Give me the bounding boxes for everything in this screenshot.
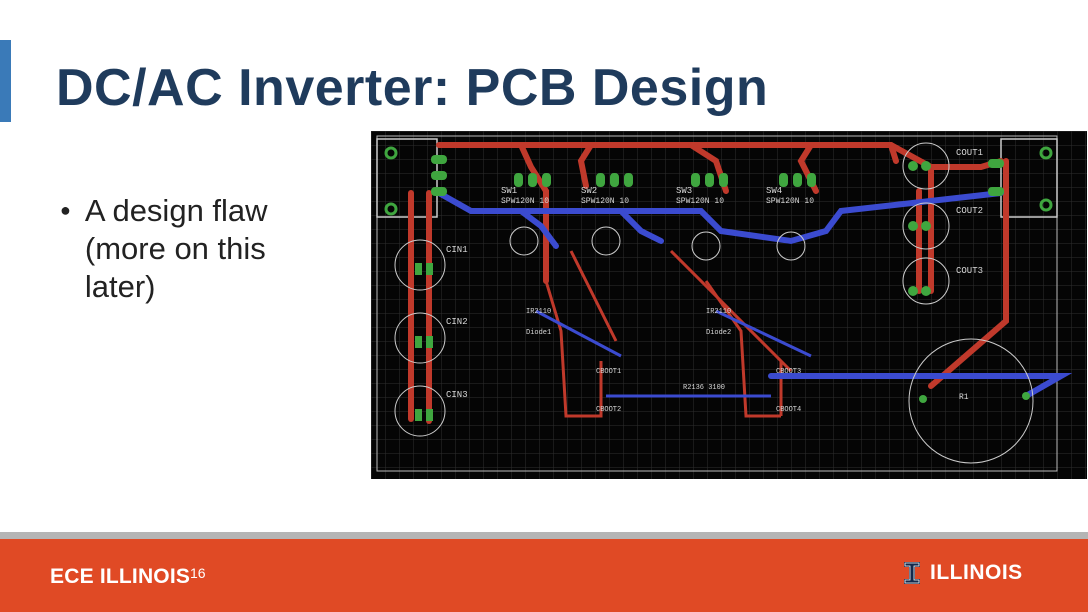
capacitor-outline	[902, 257, 950, 305]
capacitor-outline	[902, 202, 950, 250]
conn-label: R1	[959, 393, 969, 402]
switch-label: SW2	[581, 186, 597, 196]
input-capacitors	[394, 239, 446, 437]
connector-pad	[1039, 198, 1053, 212]
illinois-wordmark: ILLINOIS	[930, 561, 1023, 584]
driver-label: IR2110	[526, 308, 551, 316]
block-i-icon	[904, 562, 920, 584]
pcb-grid	[371, 131, 1087, 479]
potentiometers	[509, 226, 806, 261]
capacitor-outline	[394, 312, 446, 364]
illinois-logo: ILLINOIS	[904, 561, 1023, 585]
switch-part: SPW120N 10	[581, 197, 629, 206]
bottom-layer-signal-traces	[535, 309, 812, 398]
switch-part: SPW120N 10	[676, 197, 724, 206]
output-capacitors	[902, 142, 950, 305]
bullet-list: ● A design flaw (more on this later)	[60, 192, 340, 306]
board-outline	[376, 135, 1058, 472]
bootcap-label: CBOOT1	[596, 368, 621, 376]
connector-pad	[384, 146, 398, 160]
switch-part: SPW120N 10	[766, 197, 814, 206]
ece-illinois-logo: ECE ILLINOIS	[50, 565, 191, 588]
capacitor-outline	[902, 142, 950, 190]
bootcap-label: CBOOT4	[776, 406, 801, 414]
switch-label: SW4	[766, 186, 782, 196]
footer-divider	[0, 532, 1088, 539]
top-layer-traces	[408, 142, 1009, 424]
connector-pad	[384, 202, 398, 216]
pcb-board: CIN1 CIN2 CIN3 COUT1 COUT2 COUT3 SW1 SPW…	[371, 131, 1087, 479]
switch-group: SW1 SPW120N 10 SW2 SPW120N 10 SW3 SPW120…	[501, 186, 814, 206]
bullet-item: ● A design flaw (more on this later)	[60, 192, 340, 306]
cap-label: CIN1	[446, 245, 468, 255]
cap-label: CIN2	[446, 317, 468, 327]
part-label: R2136 3100	[683, 384, 725, 392]
diode-label: Diode2	[706, 329, 731, 337]
component-pads	[415, 155, 1030, 421]
cap-label: CIN3	[446, 390, 468, 400]
driver-label: IR2110	[706, 308, 731, 316]
inductor-outline	[908, 338, 1034, 464]
switch-part: SPW120N 10	[501, 197, 549, 206]
connector-pad	[1039, 146, 1053, 160]
bootcap-label: CBOOT3	[776, 368, 801, 376]
bottom-layer-traces	[436, 190, 1073, 399]
cap-label: COUT2	[956, 206, 983, 216]
slide-number: 16	[190, 565, 206, 581]
cap-label: COUT3	[956, 266, 983, 276]
pcb-layout-image: CIN1 CIN2 CIN3 COUT1 COUT2 COUT3 SW1 SPW…	[371, 131, 1087, 479]
switch-label: SW3	[676, 186, 692, 196]
bootcap-label: CBOOT2	[596, 406, 621, 414]
switch-label: SW1	[501, 186, 517, 196]
footer-bar: ECE ILLINOIS 16 ILLINOIS	[0, 539, 1088, 612]
diode-label: Diode1	[526, 329, 551, 337]
bullet-dot-icon: ●	[60, 200, 71, 220]
cap-label: COUT1	[956, 148, 983, 158]
slide-title: DC/AC Inverter: PCB Design	[56, 59, 769, 117]
title-accent-bar	[0, 40, 11, 122]
output-connector	[1000, 138, 1058, 218]
capacitor-outline	[394, 239, 446, 291]
top-layer-signal-traces	[544, 249, 793, 418]
bullet-text: A design flaw (more on this later)	[84, 193, 268, 304]
capacitor-outline	[394, 385, 446, 437]
